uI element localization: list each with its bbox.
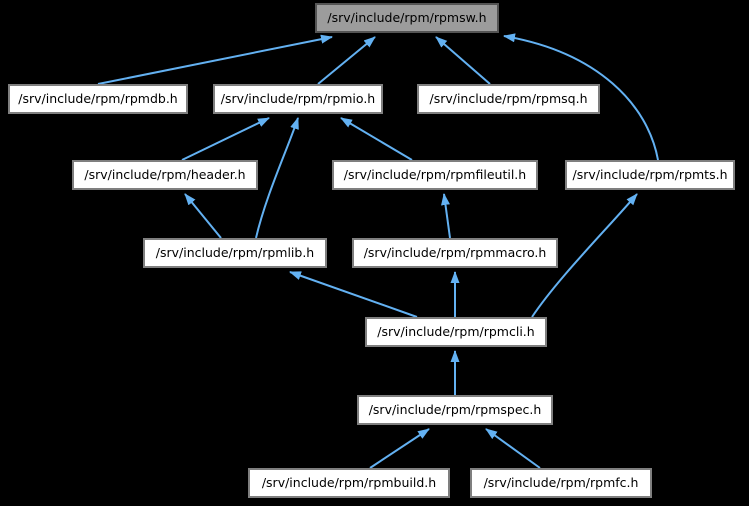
edge-rpmio-to-rpmsw	[317, 36, 376, 85]
edge-rpmlib-to-rpmio	[255, 117, 299, 239]
node-rpmcli-h[interactable]: /srv/include/rpm/rpmcli.h	[365, 317, 547, 347]
edge-rpmdb-to-rpmsw	[97, 34, 333, 85]
node-rpmspec-h[interactable]: /srv/include/rpm/rpmspec.h	[357, 395, 553, 425]
node-rpmsq-h[interactable]: /srv/include/rpm/rpmsq.h	[417, 84, 600, 114]
node-rpmlib-h[interactable]: /srv/include/rpm/rpmlib.h	[143, 238, 327, 268]
node-rpmbuild-h[interactable]: /srv/include/rpm/rpmbuild.h	[248, 468, 450, 498]
edge-rpmbuild-to-rpmspec	[369, 428, 430, 469]
edge-rpmlib-to-header	[184, 193, 222, 239]
node-rpmfc-h[interactable]: /srv/include/rpm/rpmfc.h	[470, 468, 652, 498]
edge-rpmmacro-to-rpmfileutil	[441, 193, 451, 239]
edge-header-to-rpmio	[181, 117, 270, 161]
edge-rpmcli-to-rpmts	[531, 193, 638, 318]
node-rpmmacro-h[interactable]: /srv/include/rpm/rpmmacro.h	[352, 238, 558, 268]
edge-rpmcli-to-rpmlib	[289, 271, 418, 318]
node-rpmts-h[interactable]: /srv/include/rpm/rpmts.h	[565, 160, 735, 190]
node-rpmdb-h[interactable]: /srv/include/rpm/rpmdb.h	[8, 84, 188, 114]
edge-rpmfileutil-to-rpmio	[340, 117, 413, 161]
node-rpmfileutil-h[interactable]: /srv/include/rpm/rpmfileutil.h	[332, 160, 538, 190]
node-rpmsw-h[interactable]: /srv/include/rpm/rpmsw.h	[315, 3, 499, 33]
node-rpmio-h[interactable]: /srv/include/rpm/rpmio.h	[213, 84, 383, 114]
node-header-h[interactable]: /srv/include/rpm/header.h	[72, 160, 258, 190]
edge-rpmfc-to-rpmspec	[485, 428, 541, 469]
edge-rpmsq-to-rpmsw	[435, 36, 491, 85]
edge-rpmts-to-rpmsw	[503, 33, 659, 161]
